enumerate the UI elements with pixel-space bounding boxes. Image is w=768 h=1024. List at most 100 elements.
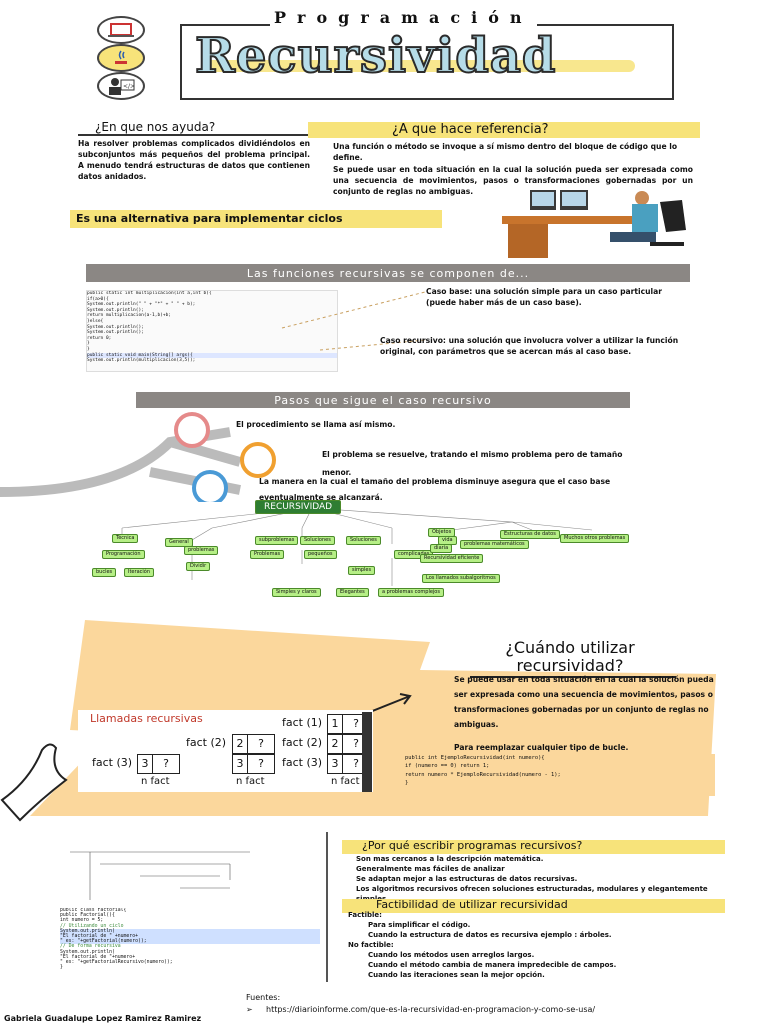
code-block-multiplication: public static int multiplicacion(int a,i… [86, 290, 338, 372]
code-line: return 0; [87, 335, 112, 341]
mindmap-node: Elegantes [336, 588, 369, 597]
mindmap-node: Problemas [250, 550, 285, 559]
mindmap-node: Iteración [124, 568, 154, 577]
components-band: Las funciones recursivas se componen de.… [86, 264, 690, 282]
code-line: } [405, 780, 409, 787]
refers-line-2: Se puede usar en toda situación en la cu… [333, 165, 693, 196]
code-line: return multiplicacion(a-1,b)+b; [87, 313, 171, 319]
feasibility-yes-label: Factible: [348, 911, 382, 919]
author: Gabriela Guadalupe Lopez Ramirez Ramirez [4, 1014, 202, 1023]
developer-desk-illustration [502, 190, 686, 258]
refers-band [308, 122, 700, 138]
stack-n: 2 [232, 734, 248, 754]
mindmap-node: Programación [102, 550, 145, 559]
divider [326, 832, 328, 982]
calls-diagram [78, 710, 373, 792]
stack-fact: ? [247, 734, 275, 754]
mindmap-node: Dividir [186, 562, 211, 571]
mindmap-node: bucles [92, 568, 117, 577]
code-line: public Factorial(){ [60, 913, 115, 919]
mindmap-root: RECURSIVIDAD [255, 500, 342, 514]
when-bullet-2: Para reemplazar cualquier tipo de bucle. [454, 743, 629, 752]
feasibility-band [342, 899, 725, 913]
stack-fact: ? [152, 754, 180, 774]
refers-line-1: Una función o método se invoque a sí mis… [333, 142, 678, 162]
step-3: La manera en la cual el tamaño del probl… [259, 477, 611, 502]
sources-label: Fuentes: [246, 993, 281, 1002]
call-fact1: fact (1) [282, 716, 323, 729]
mindmap-node: problemas matemáticos [460, 540, 529, 549]
call-fact2: fact (2) [282, 736, 323, 749]
step-2: El problema se resuelve, tratando el mis… [322, 450, 623, 477]
mindmap-node: Muchos otros problemas [560, 534, 630, 543]
call-fact2: fact (2) [186, 736, 227, 749]
stack-n: 3 [232, 754, 248, 774]
code-line: } [87, 346, 90, 352]
code-line: System.out.println(multiplicacion(3,5)); [87, 358, 196, 364]
why-item: Generalmente mas fáciles de analizar [356, 865, 505, 873]
mindmap-node: Simples y claros [272, 588, 321, 597]
code-line: System.out.println( [60, 949, 115, 955]
mindmap-node: diaria [430, 544, 453, 553]
mindmap-node: Estructuras de datos [500, 530, 560, 539]
alternative-text: Es una alternativa para implementar cicl… [76, 212, 343, 225]
mindmap-node: Los llamados subalgoritmos [422, 574, 500, 583]
why-heading: ¿Por qué escribir programas recursivos? [362, 839, 583, 852]
call-fact3: fact (3) [282, 756, 323, 769]
call-fact3: fact (3) [92, 756, 133, 769]
recursive-case-text: Caso recursivo: una solución que involuc… [380, 336, 679, 356]
code-line: int numero = 5; [60, 918, 104, 924]
when-heading-2: recursividad? [516, 656, 624, 675]
mindmap-node: Soluciones [346, 536, 381, 545]
feasibility-yes-item: Cuando la estructura de datos es recursi… [368, 931, 612, 939]
refers-heading: ¿A que hace referencia? [392, 122, 549, 137]
stack-n: 1 [327, 714, 343, 734]
stack-fact: ? [247, 754, 275, 774]
mindmap-node: Recursividad eficiente [420, 554, 484, 563]
arrows [281, 291, 426, 351]
java-logo-icon [97, 44, 145, 72]
feasibility-list: Factible: Para simplificar el código. Cu… [348, 910, 728, 980]
code-line: public static int multiplicacion(int a,i… [87, 291, 212, 296]
mindmap-node: subproblemas [255, 536, 299, 545]
code-line: public int EjemploRecursividad(int numer… [405, 755, 545, 761]
code-line: " es: "+getFactorial(numero)); [60, 939, 320, 945]
code-line: System.out.println( [60, 928, 320, 935]
stack-footer: n fact [331, 776, 360, 787]
stack-n: 3 [327, 754, 343, 774]
page-kicker: Programación [270, 8, 537, 27]
laptop-icon [97, 16, 145, 44]
code-block-example: public int EjemploRecursividad(int numer… [405, 754, 715, 796]
mindmap-node: General [165, 538, 193, 547]
divider [78, 134, 310, 136]
code-line: public static void main(String[] args){ [87, 352, 337, 359]
code-line: }else{ [87, 318, 104, 324]
when-heading-1: ¿Cuándo utilizar [505, 638, 635, 657]
code-line: return numero * EjemploRecursividad(nume… [405, 771, 561, 778]
stack-n: 2 [327, 734, 343, 754]
source-link[interactable]: https://diarioinforme.com/que-es-la-recu… [266, 1005, 596, 1014]
why-item: Son mas cercanos a la descripción matemá… [356, 855, 544, 863]
code-line: if (numero == 0) return 1; [405, 763, 490, 770]
code-line: "El factorial de "+numero+ [60, 954, 136, 960]
steps-band: Pasos que sigue el caso recursivo [136, 392, 630, 408]
feasibility-no-item: Cuando el método cambia de manera impred… [368, 961, 617, 969]
code-line: // Utilizando un ciclo [60, 923, 124, 929]
help-text: Ha resolver problemas complicados dividi… [78, 139, 310, 181]
stack-footer: n fact [236, 776, 265, 787]
code-line: if(a>0){ [87, 296, 109, 302]
mindmap-node: problemas [184, 546, 219, 555]
code-block-factorial: public class Factorial{ public Factorial… [60, 908, 320, 978]
code-line: System.out.println(); [87, 307, 144, 313]
stack-edge [362, 712, 372, 792]
code-line: System.out.println(); [87, 330, 144, 336]
mindmap-node: a problemas complejos [378, 588, 444, 597]
step-1: El procedimiento se llama así mismo. [236, 420, 396, 429]
feasibility-no-label: No factible: [348, 941, 394, 949]
code-line: } [60, 965, 63, 971]
recursion-trace-diagram [70, 851, 250, 900]
mindmap-node: Soluciones [300, 536, 335, 545]
when-bullet-1: Se puede usar en toda situación en la cu… [454, 675, 714, 729]
code-line: } [87, 341, 90, 347]
alternative-band [70, 210, 442, 228]
